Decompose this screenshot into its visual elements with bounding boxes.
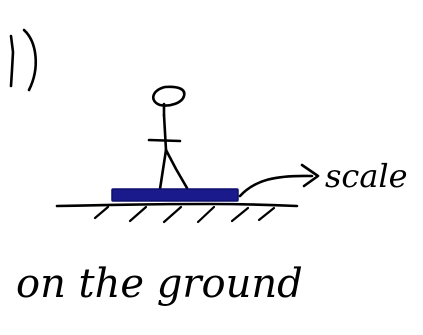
scale-label: scale [325,157,408,195]
figure-arms [147,138,182,143]
figure-right-leg [164,148,189,190]
scale-platform [111,188,239,202]
hatch-mark [93,205,110,220]
hatch-mark [196,205,216,224]
hatch-mark [128,205,148,223]
ground-line [55,202,299,208]
ground-hatching [93,205,276,224]
stick-figure [147,85,189,191]
figure-head [152,85,186,107]
arrow-head [300,163,320,188]
arrow-shaft [238,174,314,198]
hatch-mark [162,205,183,224]
figure-left-leg [158,148,168,191]
hatch-mark [230,206,250,223]
figure-body [162,113,168,152]
problem-number: 1) [9,28,38,92]
caption: on the ground [16,261,303,307]
numeral-one-stroke [9,34,15,88]
paren-stroke [22,28,38,92]
hatch-mark [257,206,276,222]
scale-pointer-arrow [238,163,320,198]
